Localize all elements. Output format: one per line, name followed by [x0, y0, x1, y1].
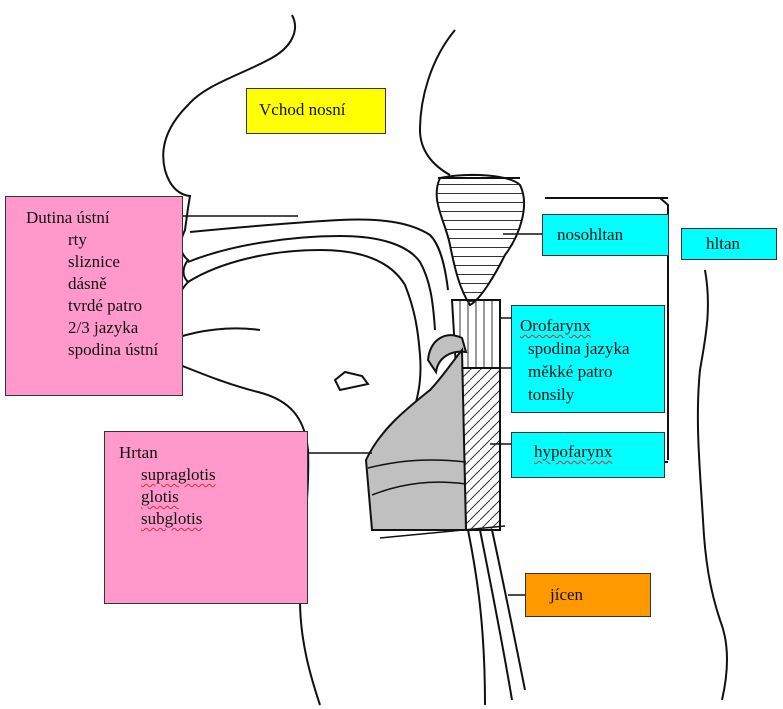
label-vchod-nosni-text: Vchod nosní	[259, 99, 385, 121]
label-orofarynx: Orofarynx spodina jazyka měkké patro ton…	[511, 305, 665, 413]
hrtan-item: glotis	[141, 487, 179, 506]
label-hltan-text: hltan	[706, 233, 776, 255]
label-vchod-nosni: Vchod nosní	[246, 88, 386, 134]
dutina-item: 2/3 jazyka	[26, 317, 182, 339]
label-hrtan: Hrtan supraglotis glotis subglotis	[104, 431, 308, 604]
label-jicen-text: jícen	[550, 584, 650, 606]
dutina-title: Dutina ústní	[26, 207, 182, 229]
nasopharynx-region	[437, 175, 524, 305]
dutina-item: spodina ústní	[26, 339, 182, 361]
larynx-region	[366, 350, 466, 530]
orofarynx-title: Orofarynx	[520, 316, 591, 335]
palate-outline	[188, 220, 448, 330]
orofarynx-item: tonsily	[520, 383, 664, 406]
label-hypofarynx: hypofarynx	[511, 432, 665, 478]
label-jicen: jícen	[525, 573, 651, 617]
hrtan-title: Hrtan	[119, 442, 307, 464]
label-hltan: hltan	[681, 228, 777, 260]
hypopharynx-region	[462, 368, 500, 530]
label-nosohltan-text: nosohltan	[557, 224, 668, 246]
esophagus	[468, 530, 525, 705]
orofarynx-item: spodina jazyka	[520, 337, 664, 360]
label-nosohltan: nosohltan	[542, 214, 669, 256]
label-hypofarynx-text: hypofarynx	[534, 442, 612, 461]
tongue-outline	[176, 250, 421, 420]
orofarynx-item: měkké patro	[520, 360, 664, 383]
dutina-item: sliznice	[26, 251, 182, 273]
hrtan-item: supraglotis	[141, 465, 216, 484]
dutina-item: tvrdé patro	[26, 295, 182, 317]
dutina-item: rty	[26, 229, 182, 251]
dutina-item: dásně	[26, 273, 182, 295]
hrtan-item: subglotis	[141, 509, 202, 528]
hyoid-bone	[335, 372, 368, 390]
label-dutina-ustni: Dutina ústní rty sliznice dásně tvrdé pa…	[5, 196, 183, 396]
